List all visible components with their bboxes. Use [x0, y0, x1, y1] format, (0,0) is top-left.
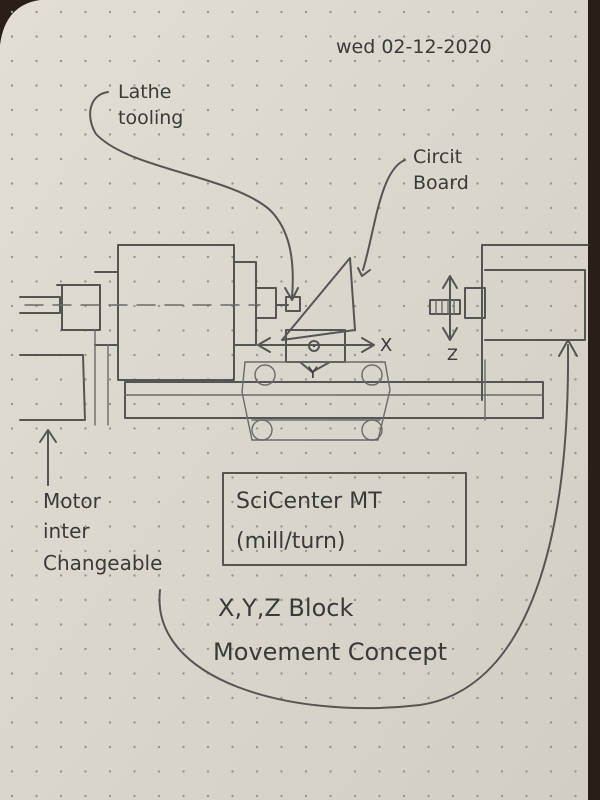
motor-block	[19, 354, 86, 421]
title-line-1: SciCenter MT	[236, 489, 382, 514]
motor-to-tailstock-arrow	[158, 344, 570, 710]
lathe-tooling-label-2: tooling	[118, 107, 183, 129]
title-line-2: (mill/turn)	[236, 529, 346, 554]
lathe-tooling-label-1: Lathe	[118, 81, 171, 103]
headstock	[117, 244, 235, 381]
z-axis-label: Z	[447, 345, 458, 364]
subtitle-line-1: X,Y,Z Block	[218, 594, 353, 622]
z-screw	[429, 299, 461, 315]
x-axis-label: X	[380, 335, 392, 356]
title-box	[222, 472, 467, 566]
tailstock	[481, 244, 589, 401]
lathe-tooling-arrow	[89, 91, 294, 299]
circuit-board-label-2: Board	[413, 172, 469, 194]
motor-label-2: inter	[43, 519, 90, 543]
circuit-board-arrow	[362, 159, 406, 271]
circuit-board-label-1: Circit	[413, 146, 462, 168]
date-label: wed 02-12-2020	[336, 36, 492, 58]
machine-bed	[124, 381, 544, 419]
motor-label-1: Motor	[43, 489, 102, 513]
circuit-board-shape	[281, 257, 356, 341]
carriage	[241, 361, 391, 441]
y-axis-label: Y	[307, 363, 318, 382]
subtitle-line-2: Movement Concept	[213, 638, 447, 666]
motor-label-3: Changeable	[43, 551, 162, 575]
